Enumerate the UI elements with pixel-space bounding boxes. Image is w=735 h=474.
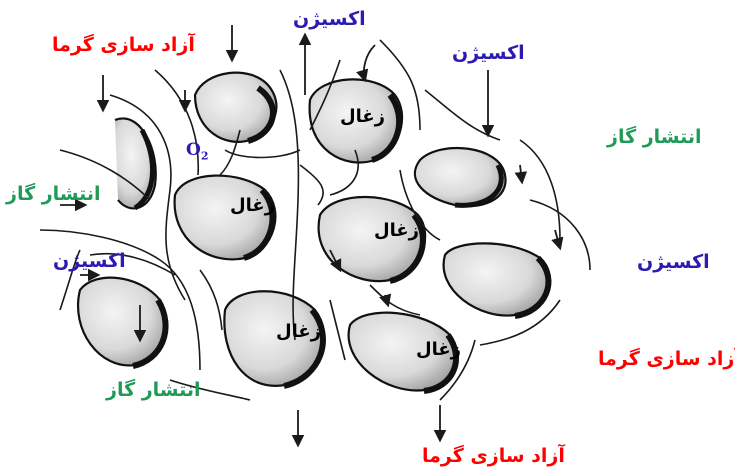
label-oxygen: اکسیژن	[293, 10, 366, 29]
label-oxygen: اکسیژن	[452, 44, 525, 63]
label-heat-release: آزاد سازی گرما	[52, 36, 195, 55]
label-oxygen: اکسیژن	[53, 252, 126, 271]
label-coal: زغال	[416, 341, 461, 359]
label-coal: زغال	[374, 222, 419, 240]
coal-particle	[444, 243, 550, 315]
label-oxygen: اکسیژن	[637, 253, 710, 272]
label-gas-diffusion: انتشار گاز	[607, 128, 702, 147]
label-coal: زغال	[230, 197, 275, 215]
label-coal: زغال	[276, 323, 321, 341]
label-gas-diffusion: انتشار گاز	[106, 381, 201, 400]
label-heat-release: آزاد سازی گرما	[598, 350, 735, 369]
label-heat-release: آزاد سازی گرما	[422, 447, 565, 466]
label-gas-diffusion: انتشار گاز	[6, 185, 101, 204]
o2-label: O2	[186, 140, 208, 162]
arrow-down	[520, 165, 522, 182]
label-coal: زغال	[340, 108, 385, 126]
arrow-down	[364, 45, 375, 80]
